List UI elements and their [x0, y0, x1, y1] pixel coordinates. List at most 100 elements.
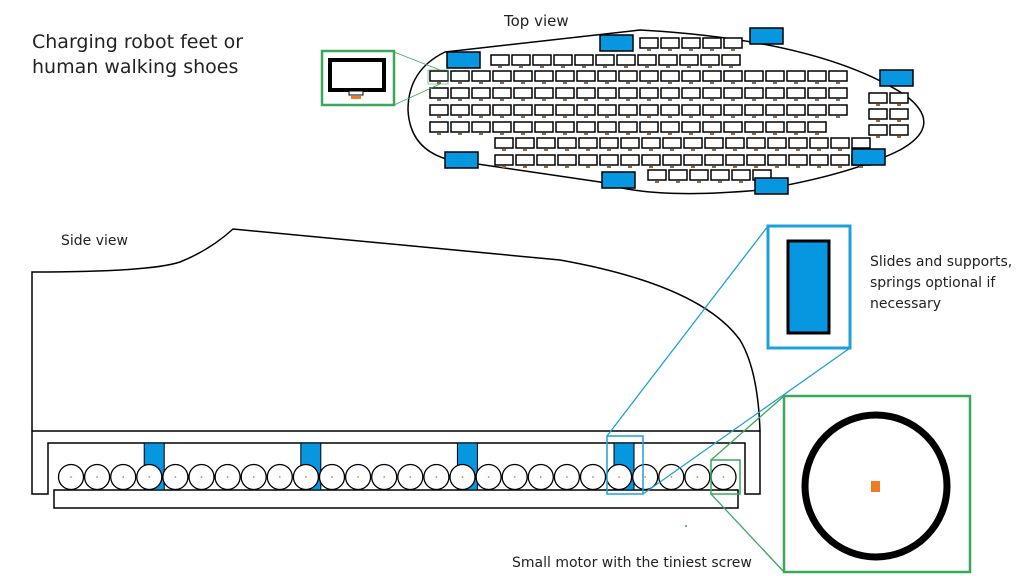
- top-view-cell: [830, 137, 850, 151]
- side-view-roller: [344, 463, 372, 491]
- top-view-support: [879, 69, 914, 87]
- side-view-roller: [110, 463, 137, 491]
- side-view-shoe-outline: [31, 228, 761, 432]
- top-view-cell: [702, 121, 722, 135]
- top-view-cell: [429, 121, 449, 135]
- side-view-roller: [658, 463, 685, 491]
- top-view-cell: [513, 104, 533, 118]
- top-view-cell: [809, 137, 829, 151]
- top-view-cell: [618, 87, 638, 101]
- top-view-cell: [553, 54, 573, 68]
- top-view-cell: [536, 137, 556, 151]
- motor-callout-line-1: [710, 395, 785, 461]
- side-view-roller: [423, 463, 450, 491]
- top-view-cell: [471, 70, 491, 84]
- top-view-cell: [515, 137, 535, 151]
- top-view-cell: [679, 54, 699, 68]
- top-view-cell: [889, 108, 909, 122]
- top-view-cell: [786, 70, 806, 84]
- top-view-cell: [534, 70, 554, 84]
- top-view-cell: [555, 70, 575, 84]
- top-view-cell: [515, 154, 535, 168]
- side-view-roller: [188, 463, 215, 491]
- motor-note: Small motor with the tiniest screw: [512, 555, 752, 571]
- top-view-cell: [639, 37, 659, 51]
- top-view-cell: [868, 92, 888, 106]
- top-view-cell: [511, 54, 531, 68]
- top-view-cell: [788, 137, 808, 151]
- motor-callout-line-2: [710, 493, 785, 573]
- top-view-cell: [683, 137, 703, 151]
- side-view-roller: [684, 463, 711, 491]
- top-view-cell: [597, 87, 617, 101]
- top-view-cell: [809, 154, 829, 168]
- top-view-cell: [828, 87, 848, 101]
- top-view-cell: [723, 37, 743, 51]
- charger-callout-box: [320, 49, 396, 107]
- top-view-cell: [660, 104, 680, 118]
- top-view-cell: [534, 121, 554, 135]
- top-view-cell: [450, 87, 470, 101]
- top-view-cell: [492, 87, 512, 101]
- side-view-base-plate: [53, 489, 739, 509]
- top-view-cell: [723, 70, 743, 84]
- top-view-cell: [700, 54, 720, 68]
- top-view-support: [749, 27, 784, 45]
- top-view-cell: [576, 70, 596, 84]
- top-view-cell: [429, 104, 449, 118]
- top-view-cell: [786, 121, 806, 135]
- top-view-cell: [490, 54, 510, 68]
- side-view-roller: [527, 463, 554, 491]
- top-view-label: Top view: [504, 12, 569, 30]
- top-view-cell: [534, 87, 554, 101]
- top-view-support: [599, 34, 634, 52]
- top-view-cell: [660, 87, 680, 101]
- side-view-roller: [553, 463, 581, 491]
- top-view-cell: [557, 154, 577, 168]
- top-view-cell: [639, 104, 659, 118]
- top-view-cell: [494, 137, 514, 151]
- side-view-roller: [214, 463, 241, 491]
- top-view-cell: [807, 104, 827, 118]
- top-view-support: [601, 171, 636, 189]
- top-view-cell: [702, 104, 722, 118]
- top-view-cell: [868, 108, 888, 122]
- top-view-cell: [746, 154, 766, 168]
- side-view-rollers: [57, 463, 737, 491]
- top-view-cell: [721, 54, 741, 68]
- top-view-cell: [660, 37, 680, 51]
- slides-note: Slides and supports, springs optional if…: [870, 254, 1013, 312]
- top-view-support: [444, 151, 479, 169]
- top-view-cell: [471, 104, 491, 118]
- top-view-cell: [744, 70, 764, 84]
- top-view-cell: [683, 154, 703, 168]
- top-view-cell: [576, 121, 596, 135]
- side-view-label: Side view: [61, 233, 128, 249]
- top-view-cell: [746, 137, 766, 151]
- top-view-cell: [828, 70, 848, 84]
- top-view-cell: [450, 104, 470, 118]
- top-view-cell: [830, 154, 850, 168]
- top-view-cell: [765, 87, 785, 101]
- top-view-cell: [660, 70, 680, 84]
- top-view-supports: [444, 27, 914, 195]
- side-view-roller: [162, 463, 189, 491]
- side-view-roller: [57, 463, 85, 491]
- top-view-cell: [828, 104, 848, 118]
- top-view-cell: [765, 104, 785, 118]
- top-view-cell: [429, 70, 449, 84]
- top-view-cell: [555, 87, 575, 101]
- top-view-cell: [681, 121, 701, 135]
- top-view-cell: [555, 121, 575, 135]
- top-view-cell: [513, 121, 533, 135]
- top-view-cell: [492, 104, 512, 118]
- side-view-roller: [371, 463, 398, 491]
- top-view-cell: [710, 169, 730, 183]
- top-view-cell: [889, 92, 909, 106]
- top-view-cell: [599, 154, 619, 168]
- top-view-cell: [765, 121, 785, 135]
- side-view-roller: [579, 463, 607, 491]
- top-view-cell: [637, 54, 657, 68]
- side-view-roller: [501, 463, 528, 491]
